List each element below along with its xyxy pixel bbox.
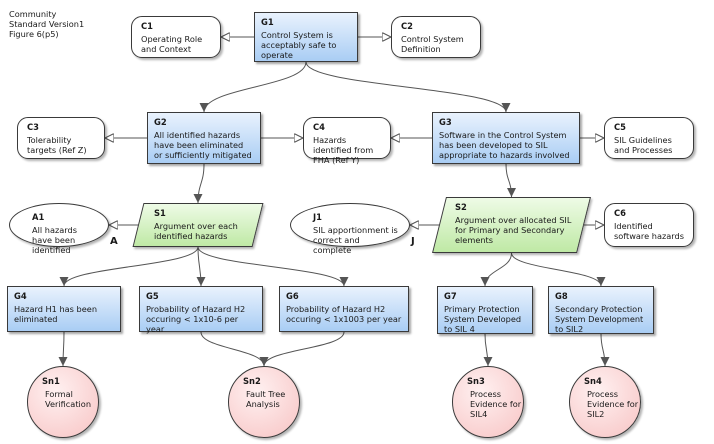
node-text: Argument over each identified hazards (154, 221, 238, 242)
context-c2: C2 Control System Definition (391, 16, 481, 58)
supported-by-edge (200, 331, 269, 367)
node-text: Probability of Hazard H2 occuring < 1x10… (286, 304, 402, 325)
node-id: G2 (154, 117, 167, 127)
node-text: SIL Guidelines and Processes (614, 135, 673, 156)
goal-g3: G3 Software in the Control System has be… (432, 112, 580, 164)
supported-by-edge (305, 61, 511, 113)
node-text: Software in the Control System has been … (439, 130, 570, 161)
goal-g8: G8 Secondary Protection System Developme… (548, 286, 654, 334)
supported-by-edge (480, 252, 512, 287)
strategy-content: S2 Argument over allocated SIL for Prima… (439, 197, 584, 253)
node-id: G8 (555, 291, 568, 301)
node-text: Fault Tree Analysis (246, 389, 286, 410)
node-id: G1 (261, 17, 274, 27)
strategy-content: S1 Argument over each identified hazards (138, 203, 258, 247)
goal-g7: G7 Primary Protection System Developed t… (437, 286, 533, 334)
node-id: C3 (27, 122, 39, 132)
figure-caption: Community Standard Version1 Figure 6(p5) (9, 9, 84, 39)
solution-sn1: Sn1 Formal Verification (27, 366, 99, 438)
node-id: Sn3 (467, 376, 485, 386)
node-text: Tolerability targets (Ref Z) (27, 135, 87, 156)
supported-by-edge (199, 61, 307, 113)
node-id: G6 (286, 291, 299, 301)
node-id: Sn1 (42, 376, 60, 386)
node-id: C4 (313, 122, 325, 132)
node-id: G3 (439, 117, 452, 127)
assumption-a1: A1 All hazards have been identified (9, 203, 109, 255)
justification-flag: J (411, 236, 415, 247)
node-text: Process Evidence for SIL4 (470, 389, 522, 420)
node-id: G4 (14, 291, 27, 301)
node-text: SIL apportionment is correct and complet… (313, 225, 398, 256)
assumption-flag: A (110, 236, 118, 247)
node-text: Hazard H1 has been eliminated (14, 304, 98, 325)
node-id: C6 (614, 208, 626, 218)
supported-by-edge (259, 331, 345, 367)
goal-g1: G1 Control System is acceptably safe to … (254, 12, 358, 62)
node-text: All identified hazards have been elimina… (154, 130, 252, 161)
context-c1: C1 Operating Role and Context (131, 16, 221, 58)
solution-sn3: Sn3 Process Evidence for SIL4 (452, 366, 524, 438)
node-id: S2 (455, 202, 467, 212)
node-text: Probability of Hazard H2 occuring < 1x10… (146, 304, 246, 335)
caption-line: Community (9, 9, 57, 19)
goal-g2: G2 All identified hazards have been elim… (147, 112, 261, 164)
node-text: Process Evidence for SIL2 (587, 389, 639, 420)
node-text: Argument over allocated SIL for Primary … (455, 215, 572, 246)
node-id: C2 (401, 21, 413, 31)
goal-g4: G4 Hazard H1 has been eliminated (7, 286, 121, 332)
goal-g6: G6 Probability of Hazard H2 occuring < 1… (279, 286, 409, 332)
supported-by-edge (59, 246, 199, 287)
supported-by-edge (483, 333, 493, 367)
justification-j1: J1 SIL apportionment is correct and comp… (290, 203, 410, 255)
strategy-s1: S1 Argument over each identified hazards (132, 203, 264, 247)
solution-sn4: Sn4 Process Evidence for SIL2 (569, 366, 641, 438)
context-c3: C3 Tolerability targets (Ref Z) (17, 117, 105, 159)
node-id: Sn2 (243, 376, 261, 386)
node-text: All hazards have been identified (32, 225, 77, 256)
node-text: Control System Definition (401, 34, 464, 55)
supported-by-edge (196, 246, 206, 287)
node-id: C5 (614, 122, 626, 132)
node-id: A1 (32, 212, 45, 222)
node-text: Identified software hazards (614, 221, 684, 242)
node-text: Hazards identified from FHA (Ref Y) (313, 135, 374, 166)
node-id: G5 (146, 291, 159, 301)
context-c6: C6 Identified software hazards (604, 203, 694, 247)
goal-g5: G5 Probability of Hazard H2 occuring < 1… (139, 286, 263, 335)
node-id: S1 (154, 208, 166, 218)
supported-by-edge (58, 331, 68, 367)
supported-by-edge (600, 333, 610, 367)
caption-line: Figure 6(p5) (9, 29, 59, 39)
strategy-s2: S2 Argument over allocated SIL for Prima… (432, 197, 591, 253)
supported-by-edge (511, 252, 606, 287)
supported-by-edge (505, 163, 516, 198)
context-c5: C5 SIL Guidelines and Processes (604, 117, 694, 159)
node-text: Operating Role and Context (141, 34, 203, 55)
node-id: C1 (141, 21, 153, 31)
supported-by-edge (193, 163, 205, 204)
node-text: Formal Verification (45, 389, 92, 410)
node-id: J1 (313, 212, 322, 222)
node-id: G7 (444, 291, 457, 301)
node-text: Primary Protection System Developed to S… (444, 304, 522, 335)
solution-sn2: Sn2 Fault Tree Analysis (228, 366, 300, 438)
node-text: Secondary Protection System Development … (555, 304, 644, 335)
context-c4: C4 Hazards identified from FHA (Ref Y) (303, 117, 391, 165)
node-text: Control System is acceptably safe to ope… (261, 30, 337, 61)
node-id: Sn4 (584, 376, 602, 386)
supported-by-edge (197, 246, 349, 287)
caption-line: Standard Version1 (9, 19, 85, 29)
